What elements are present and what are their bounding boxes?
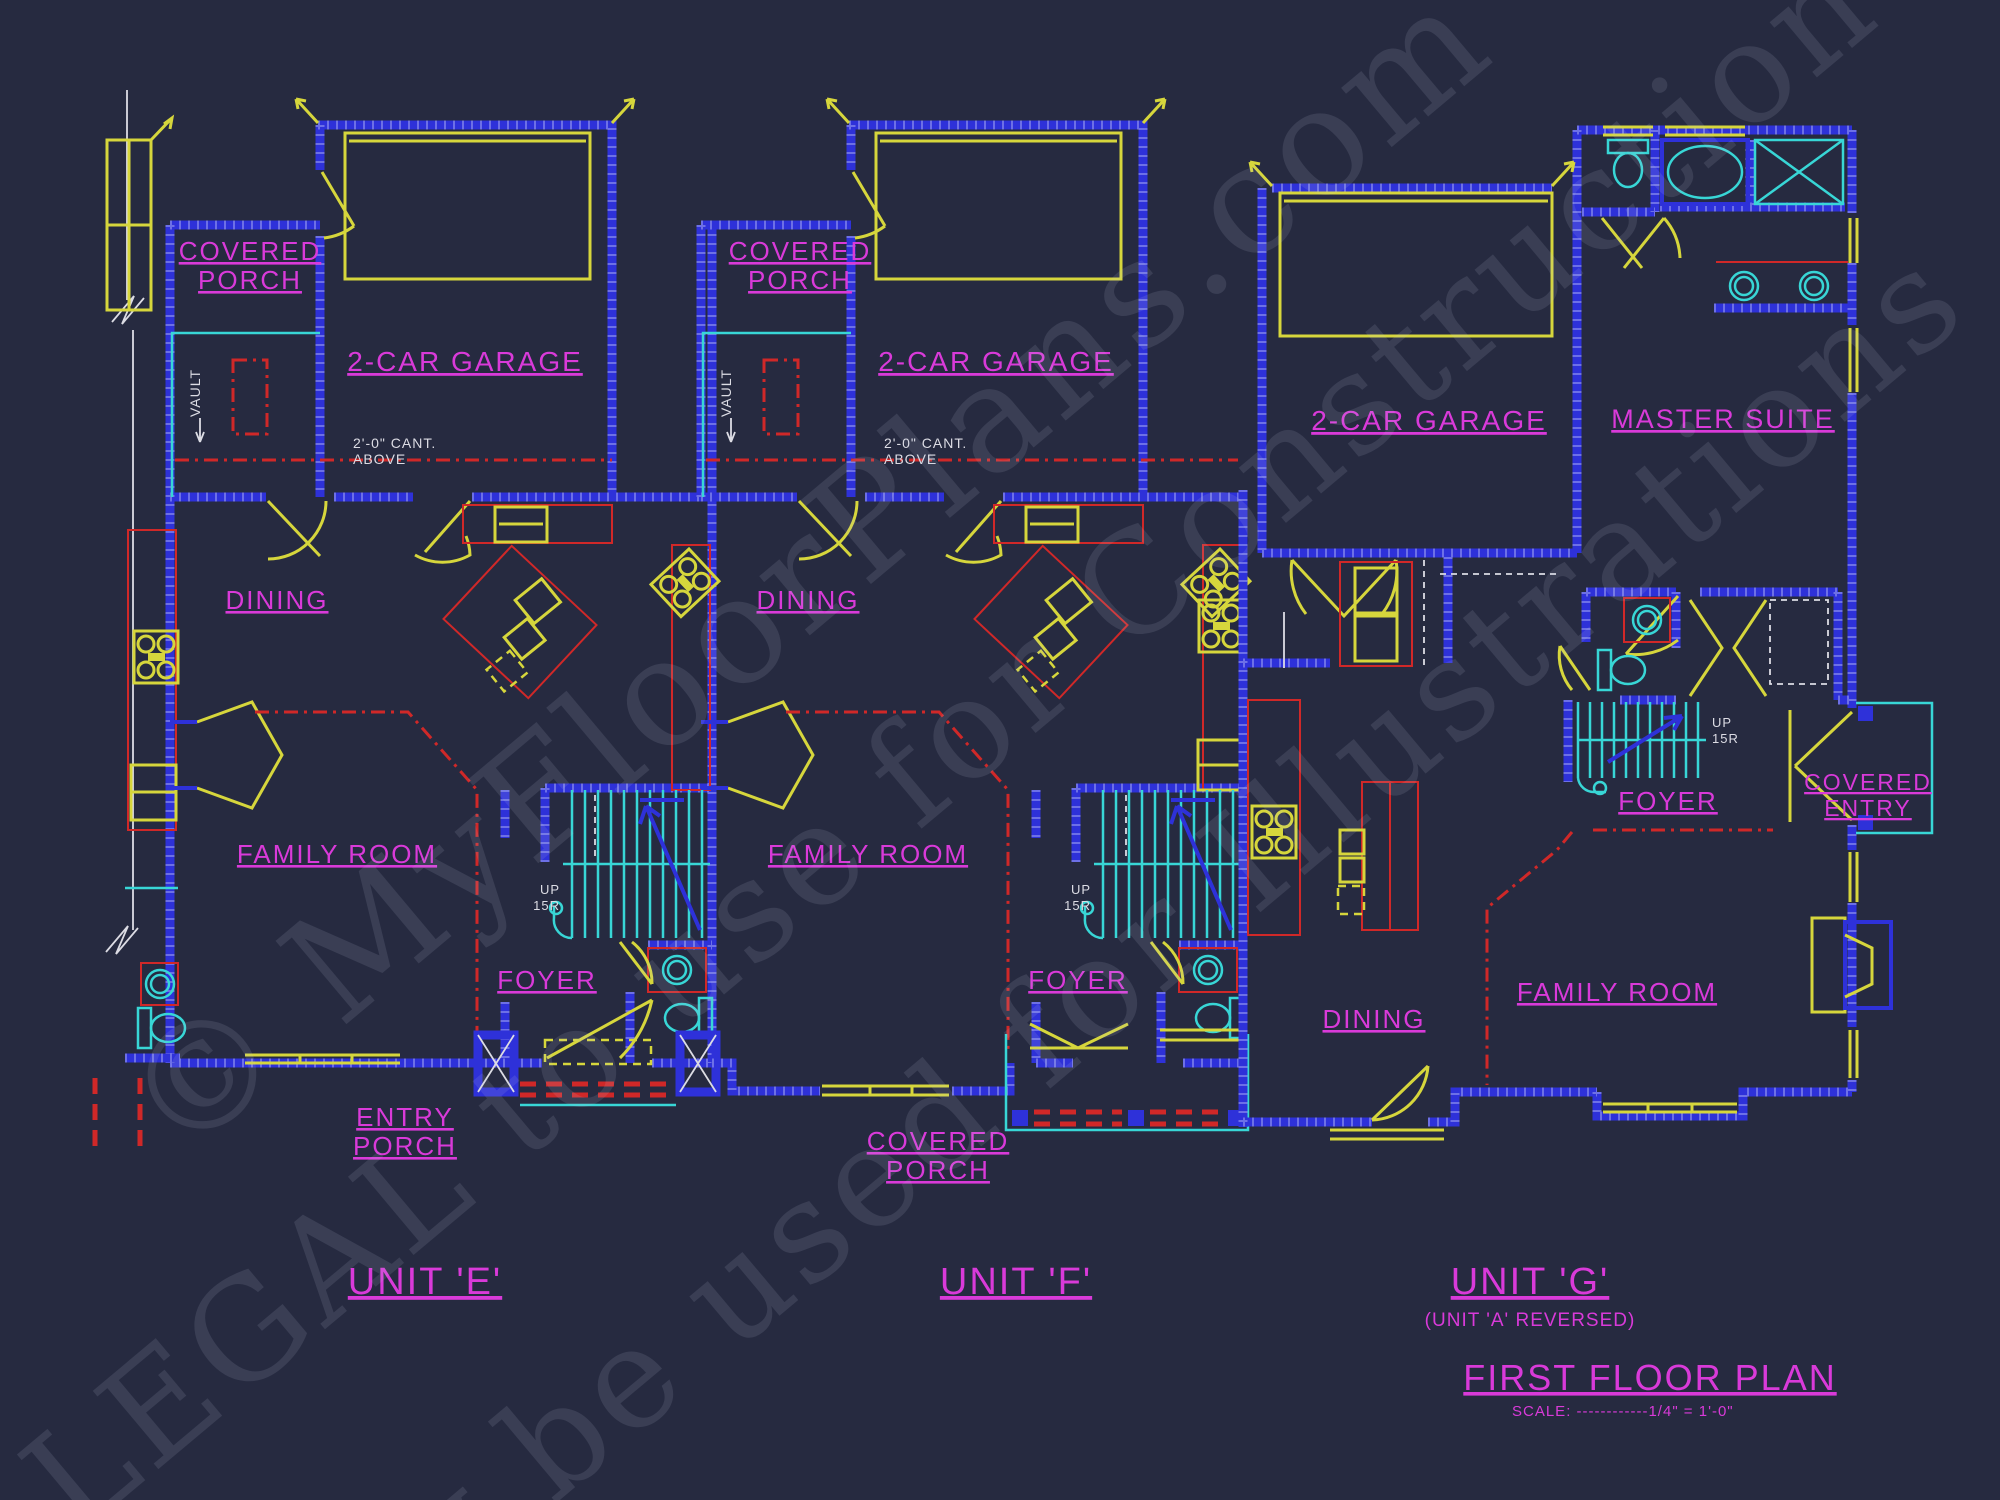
rear-doors-windows [1330,1064,1737,1141]
powder-room [618,940,714,1040]
covered-porch-area [170,171,356,497]
unit-g-name: UNIT 'G' [1451,1261,1610,1303]
stairs [1079,790,1241,940]
room-label-foyer: FOYER [1618,786,1718,816]
room-label-rear-porch-2: PORCH [886,1155,990,1185]
room-label-family-room: FAMILY ROOM [237,839,437,869]
title-block: FIRST FLOOR PLAN SCALE: ------------1/4"… [1463,1357,1836,1420]
stair-up-annotation: UP [1071,882,1091,897]
stair-up-annotation: UP [1712,715,1732,730]
unit-g: 2-CAR GARAGE MASTER SUITE FOYER COVERED … [1243,125,1934,1331]
powder-room [1557,597,1671,692]
stair-risers-annotation: 15R [1712,731,1739,746]
covered-porch-area [701,171,887,497]
cant-annotation-2: ABOVE [884,451,937,467]
room-label-master-suite: MASTER SUITE [1611,404,1835,434]
unit-f: COVERED PORCH 2-CAR GARAGE DINING FAMILY… [701,97,1252,1303]
cant-annotation: 2'-0" CANT. [353,435,436,451]
adjacent-unit-fixtures [92,886,187,1148]
master-bath [1600,125,1859,657]
mudroom-laundry [1283,558,1560,668]
room-label-garage: 2-CAR GARAGE [878,346,1114,377]
stair-risers-annotation: 15R [533,898,560,913]
unit-g-variant: (UNIT 'A' REVERSED) [1425,1310,1636,1331]
drawing-scale-note: SCALE: ------------1/4" = 1'-0" [1512,1403,1734,1420]
room-label-foyer: FOYER [497,965,597,995]
kitchen [1247,699,1419,936]
room-label-garage: 2-CAR GARAGE [1311,405,1547,436]
bay-stubs [170,720,197,790]
garage-door [294,97,636,281]
bay-stubs [701,720,728,790]
room-label-covered-entry: COVERED [1804,769,1932,795]
room-label-family-room: FAMILY ROOM [1517,977,1717,1007]
room-boundary-dash [255,710,479,1050]
garage-door [825,97,1167,281]
room-label-entry-porch-2: PORCH [353,1131,457,1161]
kitchen [127,504,721,831]
unit-f-name: UNIT 'F' [940,1261,1092,1303]
vault-annotation: VAULT [718,369,734,417]
room-label-dining: DINING [757,585,860,615]
cant-annotation-2: ABOVE [353,451,406,467]
room-label-family-room: FAMILY ROOM [768,839,968,869]
rear-covered-porch [822,1022,1250,1132]
bay-window [196,700,284,810]
unit-e-name: UNIT 'E' [348,1261,502,1303]
cant-annotation: 2'-0" CANT. [884,435,967,451]
front-entry [245,998,721,1107]
drawing-title: FIRST FLOOR PLAN [1463,1357,1836,1398]
covered-entry [1788,701,1934,835]
stair-risers-annotation: 15R [1064,898,1091,913]
vault-annotation: VAULT [187,369,203,417]
stairs [548,790,710,940]
room-label-garage: 2-CAR GARAGE [347,346,583,377]
room-boundary-dash [786,710,1010,1050]
room-label-dining: DINING [226,585,329,615]
powder-room [1149,940,1245,1040]
room-label-entry-porch: ENTRY [356,1102,454,1132]
room-label-covered-porch: COVERED [729,236,872,266]
room-label-foyer: FOYER [1028,965,1128,995]
room-label-rear-porch: COVERED [867,1126,1010,1156]
room-label-covered-entry-2: ENTRY [1824,795,1912,821]
fireplace [1810,852,1893,1078]
unit-e: COVERED PORCH 2-CAR GARAGE DINING FAMILY… [92,90,721,1303]
foyer-stairs [1485,599,1829,1085]
garage-door [1248,160,1576,338]
room-label-dining: DINING [1323,1004,1426,1034]
room-label-covered-porch-2: PORCH [748,265,852,295]
room-label-covered-porch: COVERED [179,236,322,266]
stair-up-annotation: UP [540,882,560,897]
room-label-covered-porch-2: PORCH [198,265,302,295]
bay-window [727,700,815,810]
